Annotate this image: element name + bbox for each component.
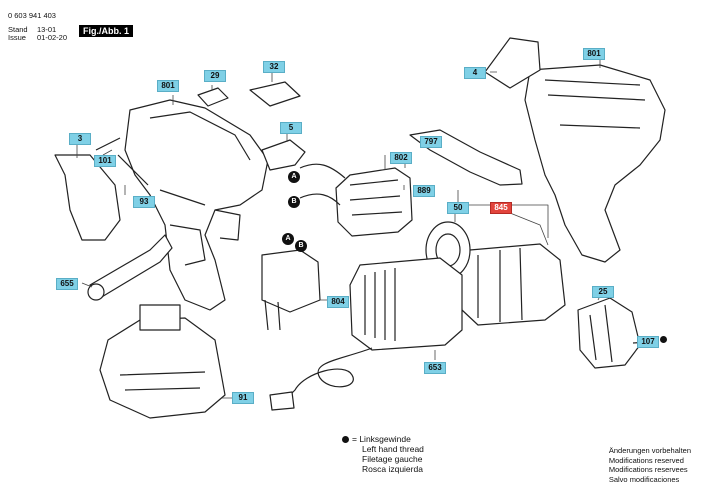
figure-label: Fig./Abb. 1 — [79, 25, 133, 37]
callout-50: 50 — [447, 202, 469, 214]
switch-marker-b: B — [295, 240, 307, 252]
legend-line-3: Filetage gauche — [342, 454, 424, 464]
callout-25: 25 — [592, 286, 614, 298]
callout-29: 29 — [204, 70, 226, 82]
part-653 — [350, 258, 462, 350]
callout-4: 4 — [464, 67, 486, 79]
legend-line-2: Left hand thread — [342, 444, 424, 454]
callout-802: 802 — [390, 152, 412, 164]
callout-653: 653 — [424, 362, 446, 374]
wire-marker-a: A — [288, 171, 300, 183]
mods-line-1: Änderungen vorbehalten — [609, 446, 691, 456]
part-32 — [250, 82, 300, 106]
callout-93: 93 — [133, 196, 155, 208]
legend-dot-icon — [342, 436, 349, 443]
wire-marker-b: B — [288, 196, 300, 208]
housing-right-half — [525, 65, 665, 262]
part-802 — [336, 168, 412, 236]
part-5 — [262, 140, 305, 170]
callout-845: 845 — [490, 202, 512, 214]
callout-804: 804 — [327, 296, 349, 308]
part-91 — [100, 318, 225, 418]
callout-101: 101 — [94, 155, 116, 167]
callout-5: 5 — [280, 122, 302, 134]
part-804 — [262, 250, 320, 312]
issue-label: Issue — [8, 33, 26, 42]
left-hand-thread-dot — [660, 336, 667, 343]
issue-value: 01-02-20 — [37, 33, 67, 42]
callout-797: 797 — [420, 136, 442, 148]
callout-107: 107 — [637, 336, 659, 348]
thread-legend: = Linksgewinde Left hand thread Filetage… — [342, 434, 424, 474]
callout-3: 3 — [69, 133, 91, 145]
callout-32: 32 — [263, 61, 285, 73]
part-number: 0 603 941 403 — [8, 11, 56, 20]
part-29 — [198, 88, 228, 106]
plug — [270, 392, 294, 410]
switch-marker-a: A — [282, 233, 294, 245]
mods-line-4: Salvo modificaciones — [609, 475, 691, 484]
mods-line-3: Modifications reservees — [609, 465, 691, 475]
mods-line-2: Modifications reserved — [609, 456, 691, 466]
modifications-note: Änderungen vorbehalten Modifications res… — [609, 446, 691, 484]
legend-line-4: Rosca izquierda — [342, 464, 424, 474]
callout-655: 655 — [56, 278, 78, 290]
part-845 — [460, 244, 565, 325]
legend-line-1: = Linksgewinde — [352, 434, 411, 444]
callout-889: 889 — [413, 185, 435, 197]
callout-801-handle: 801 — [157, 80, 179, 92]
callout-91: 91 — [232, 392, 254, 404]
part-3 — [55, 155, 120, 240]
callout-801-housing: 801 — [583, 48, 605, 60]
